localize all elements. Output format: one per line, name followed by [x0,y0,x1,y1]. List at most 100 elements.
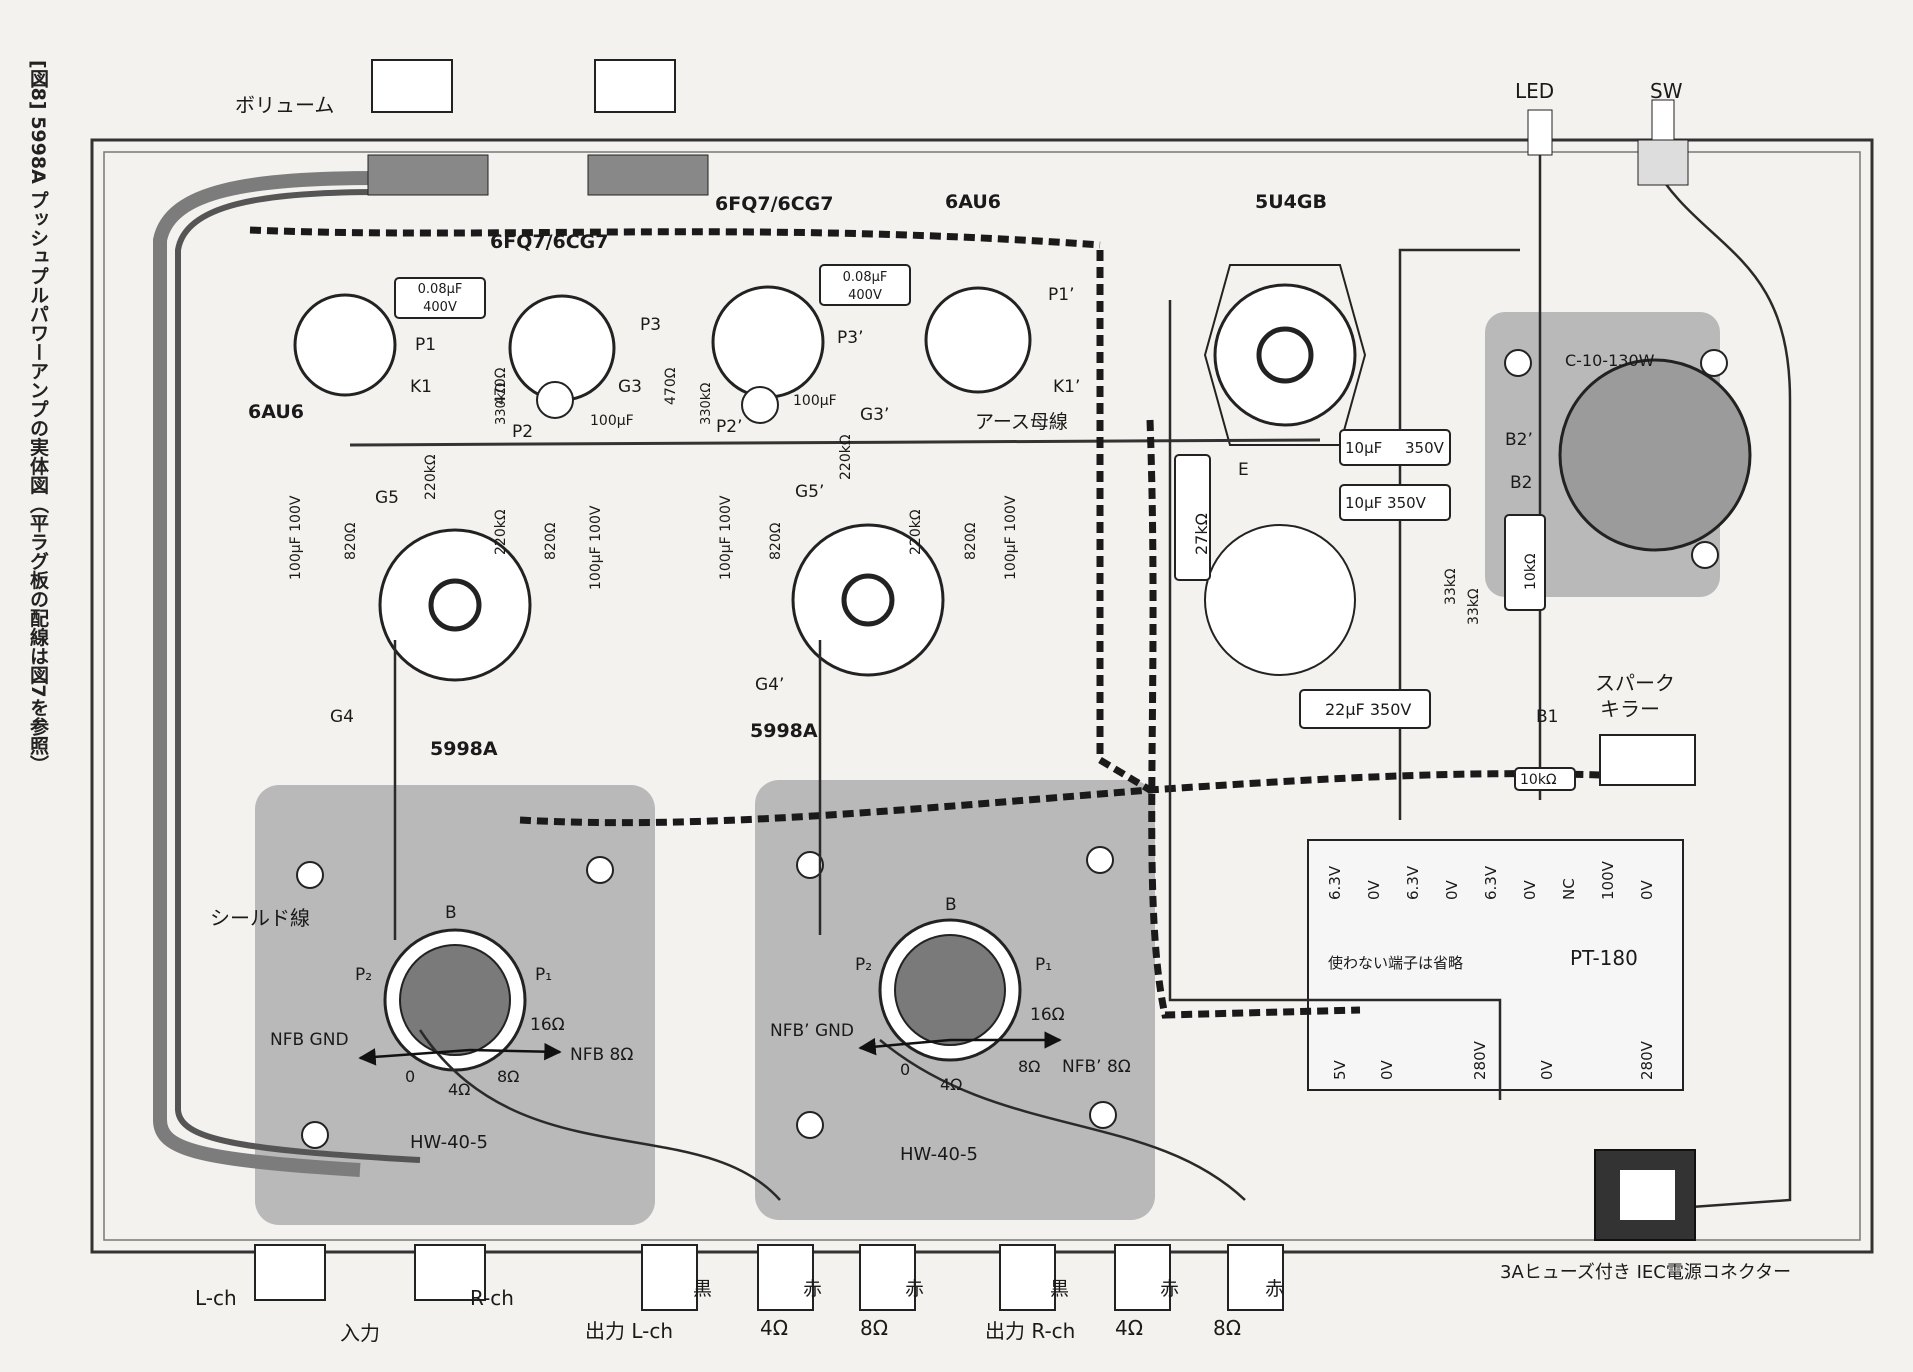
label-pins-g4: G4 [330,707,354,727]
label-resistors-r33k_a: 33kΩ [1443,568,1459,605]
label-bottom_labels-input: 入力 [340,1321,380,1345]
label-misc-pt_top_terminals-8: 0V [1638,879,1656,900]
label-output_transformer_right-nfb_gnd: NFB’ GND [770,1021,854,1041]
label-misc-pt_top_terminals-4: 6.3V [1482,865,1500,900]
label-bottom_labels-ohm4_r: 4Ω [1115,1316,1143,1340]
label-bottom_labels-red4_l: 赤 [803,1278,822,1300]
label-resistors-r330k_left: 330kΩ [494,383,509,425]
label-pins-p3p: P3’ [837,328,863,348]
label-output_transformer_right-p2: P₂ [855,955,872,975]
figure-caption: [図8] 5998A プッシュプルパワーアンプの実体図（平ラグ板の配線は図7を参… [27,60,49,774]
label-misc-pt_bottom_terminals-3: 0V [1538,1059,1556,1080]
label-misc-spark_killer-1: キラー [1600,697,1660,721]
label-bottom_labels-black_r: 黒 [1050,1278,1069,1300]
label-pins-e: E [1238,460,1249,480]
label-pins-b2p: B2’ [1505,430,1533,450]
label-capacitors-c_bypass-3: 100μF 100V [1003,495,1019,580]
label-misc-pt_top_terminals-5: 0V [1521,879,1539,900]
nfb-arrows [358,1031,1062,1066]
label-output_transformer_right-nfb8: NFB’ 8Ω [1062,1057,1131,1077]
label-misc-earth_bus: アース母線 [975,411,1068,433]
label-resistors-r220k-1: 220kΩ [493,509,509,555]
chassis-outline [90,138,1874,1254]
power-transformer [1307,839,1684,1091]
heater-wiring [249,226,1601,1019]
label-misc-pt_top_terminals-7: 100V [1599,860,1617,900]
label-capacitors-c_coupling_left-0: 0.08μF [418,282,463,297]
label-misc-pt_bottom_terminals-2: 280V [1471,1040,1489,1080]
label-capacitors-c_350v_a: 350V [1405,439,1445,457]
label-misc-pt_top_terminals-1: 0V [1365,879,1383,900]
label-bottom_labels-red8_r: 赤 [1265,1278,1284,1300]
label-output_transformer_left-model: HW-40-5 [410,1132,488,1153]
label-pins-p2p: P2’ [716,417,742,437]
label-misc-shield: シールド線 [210,906,310,930]
label-bottom_labels-lch_in: L-ch [195,1286,237,1310]
label-misc-pt_bottom_terminals-4: 280V [1638,1040,1656,1080]
label-pins-g3p: G3’ [860,405,889,425]
label-output_transformer_left-t0: 0 [405,1067,415,1086]
label-output_transformer_left-nfb_gnd: NFB GND [270,1030,349,1050]
label-capacitors-c_bypass-2: 100μF 100V [718,495,734,580]
label-bottom_labels-rch_in: R-ch [470,1286,514,1310]
label-bottom_labels-red8_l: 赤 [905,1278,924,1300]
label-capacitors-c_coupling_right-1: 400V [848,288,882,303]
label-bottom_labels-out_lch: 出力 L-ch [585,1319,673,1343]
label-top_labels-tube_6fq7_center: 6FQ7/6CG7 [490,231,609,253]
label-output_transformer_left-t4: 4Ω [448,1080,470,1099]
label-output_transformer_left-p2: P₂ [355,965,372,985]
label-misc-power_transformer: PT-180 [1570,946,1638,970]
label-output_transformer_left-p1: P₁ [535,965,552,985]
label-output_transformer_right-t8: 8Ω [1018,1057,1040,1076]
chassis-inner [103,151,1861,1241]
label-bottom_labels-out_rch: 出力 R-ch [985,1319,1075,1343]
label-resistors-r820-3: 820Ω [963,522,979,560]
label-output_transformer_right-t0: 0 [900,1060,910,1079]
label-resistors-r10k_a: 10kΩ [1523,553,1539,590]
volume-pot-left [371,59,453,113]
label-output_transformer_right-b: B [945,895,957,915]
label-output_transformer_right-p1: P₁ [1035,955,1052,975]
label-capacitors-c_22uf: 22μF 350V [1325,700,1411,719]
label-misc-tube_5998a_left: 5998A [430,738,498,760]
label-misc-spark_killer-0: スパーク [1595,671,1675,695]
label-resistors-r27k: 27kΩ [1192,513,1211,555]
earth-bus [349,438,1321,447]
label-output_transformer_left-nfb8: NFB 8Ω [570,1045,633,1065]
volume-pot-right [594,59,676,113]
led-body [1527,109,1553,156]
label-pins-p1: P1 [415,335,436,355]
label-resistors-r330k_right: 330kΩ [699,383,714,425]
switch-body [1637,139,1689,186]
label-pins-b1: B1 [1536,707,1558,727]
signal-wires [393,150,1792,1212]
label-misc-pt_top_terminals-6: NC [1560,878,1578,900]
label-pins-k1: K1 [410,377,432,397]
label-pins-g3: G3 [618,377,642,397]
label-capacitors-c_bypass-1: 100μF 100V [588,505,604,590]
label-top_labels-sw: SW [1650,79,1683,103]
label-capacitors-c_bypass-0: 100μF 100V [288,495,304,580]
label-output_transformer_right-t16: 16Ω [1030,1005,1065,1025]
label-bottom_labels-ohm8_r: 8Ω [1213,1316,1241,1340]
label-output_transformer_left-t8: 8Ω [497,1067,519,1086]
label-misc-unused_terminals: 使わない端子は省略 [1328,954,1463,972]
label-pins-g5: G5 [375,488,399,508]
label-resistors-r470_right: 470Ω [663,367,679,405]
label-misc-tube_5998a_right: 5998A [750,720,818,742]
label-top_labels-tube_6fq7_right: 6FQ7/6CG7 [715,193,834,215]
label-capacitors-c_100uf_right: 100μF [793,393,837,409]
label-top_labels-tube_6au6_right: 6AU6 [945,191,1001,213]
label-pins-p3: P3 [640,315,661,335]
label-output_transformer_left-t16: 16Ω [530,1015,565,1035]
label-bottom_labels-red4_r: 赤 [1160,1278,1179,1300]
label-pins-g5p: G5’ [795,482,824,502]
label-resistors-r820-2: 820Ω [768,522,784,560]
label-output_transformer_right-model: HW-40-5 [900,1144,978,1165]
shield-cable [153,171,381,1177]
label-top_labels-tube_5u4gb: 5U4GB [1255,191,1327,213]
label-resistors-r33k_b: 33kΩ [1466,588,1482,625]
label-pins-g4p: G4’ [755,675,784,695]
label-bottom_labels-black_l: 黒 [693,1278,712,1300]
